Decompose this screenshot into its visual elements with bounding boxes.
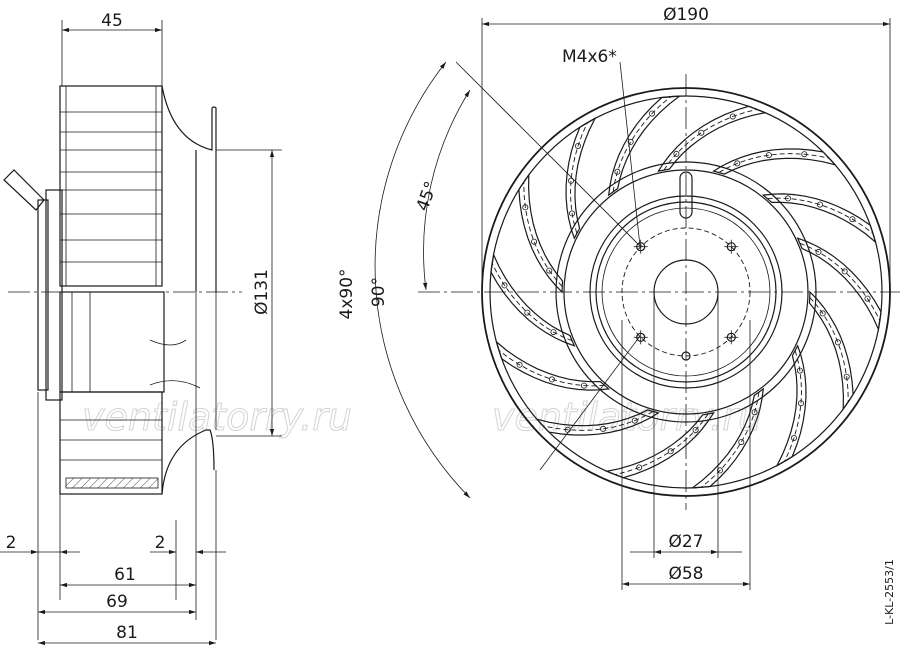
blade-rivet-line: [701, 392, 760, 488]
rivet: [717, 467, 724, 474]
angle-90: 90°: [369, 277, 389, 307]
dim-81: 81: [116, 623, 138, 643]
blade-rivet-line: [784, 350, 802, 462]
blade: [775, 344, 807, 468]
blade-rivet-line: [663, 108, 758, 171]
blade-rivet-line: [614, 413, 709, 476]
rivet: [819, 310, 826, 317]
dim-45: 45: [101, 11, 123, 31]
angle-45: 45°: [413, 179, 442, 214]
rivet: [600, 425, 607, 432]
angle-4x90: 4x90°: [337, 268, 357, 319]
blade: [690, 387, 765, 489]
blade: [518, 172, 564, 294]
blade-rivet-line: [612, 96, 671, 192]
rivet: [575, 142, 582, 149]
rivet: [631, 417, 638, 424]
bolt-holes: [633, 239, 739, 361]
rivet: [734, 160, 741, 167]
blade: [657, 105, 768, 172]
rivet: [841, 268, 848, 275]
rivet: [501, 282, 508, 289]
blade-rivet-line: [718, 153, 830, 173]
dim-61: 61: [114, 565, 136, 585]
dim-d27: Ø27: [668, 532, 703, 552]
rivet: [692, 427, 699, 434]
rivet: [522, 204, 529, 211]
blade-rivet-line: [523, 182, 563, 287]
dim-69: 69: [106, 592, 128, 612]
rivet: [801, 151, 808, 158]
blade-rivet-line: [491, 263, 573, 342]
rivet: [815, 248, 822, 255]
blade: [565, 116, 597, 240]
rivet: [581, 382, 588, 389]
rivet: [569, 210, 576, 217]
blade-rivet-line: [570, 122, 588, 234]
rivet: [568, 177, 575, 184]
blade: [712, 148, 837, 175]
blade: [761, 193, 877, 244]
rivet: [785, 195, 792, 202]
bolt-hole: [681, 351, 691, 361]
blade: [604, 412, 715, 479]
impeller-blades: [490, 95, 882, 489]
rivet: [673, 150, 680, 157]
rivet: [636, 464, 643, 471]
rivet: [524, 309, 531, 316]
rivet: [751, 409, 758, 416]
rivet: [627, 138, 634, 145]
rivet: [531, 238, 538, 245]
dim-2-right: 2: [155, 533, 166, 553]
rivet: [738, 439, 745, 446]
rivet: [791, 434, 798, 441]
rivet: [817, 201, 824, 208]
blade-rivet-line: [799, 242, 881, 321]
rivet: [798, 400, 805, 407]
watermark-left: ventilatorry.ru: [82, 395, 352, 439]
rivet: [843, 373, 850, 380]
blade-rivet-line: [809, 297, 849, 402]
rivet: [549, 376, 556, 383]
rivet: [550, 329, 557, 336]
rivet: [698, 129, 705, 136]
blade: [796, 237, 882, 332]
blade: [490, 252, 576, 347]
thread-label: M4x6*: [562, 47, 617, 67]
blade: [495, 340, 611, 391]
rivet: [834, 339, 841, 346]
rivet: [649, 110, 656, 117]
blade-rivet-line: [542, 411, 654, 431]
side-view: 45: [0, 11, 282, 646]
blade-rivet-line: [498, 350, 605, 387]
front-view: Ø190 M4x6* 45° 90° 4x90° Ø27 Ø58 L-KL-25…: [337, 5, 900, 625]
rivet: [765, 152, 772, 159]
rivet: [546, 267, 553, 274]
rivet: [864, 295, 871, 302]
dim-d131: Ø131: [252, 269, 272, 315]
rivet: [729, 113, 736, 120]
dim-d58: Ø58: [668, 564, 703, 584]
drawing-code: L-KL-2553/1: [883, 559, 896, 625]
rivet: [516, 361, 523, 368]
dim-d190: Ø190: [663, 5, 709, 25]
blade: [808, 290, 854, 412]
rivet: [614, 168, 621, 175]
rivet: [796, 367, 803, 374]
rivet: [667, 448, 674, 455]
blade-rivet-line: [767, 197, 874, 234]
rivet: [849, 216, 856, 223]
dim-2-left: 2: [6, 533, 17, 553]
blade: [607, 95, 682, 197]
